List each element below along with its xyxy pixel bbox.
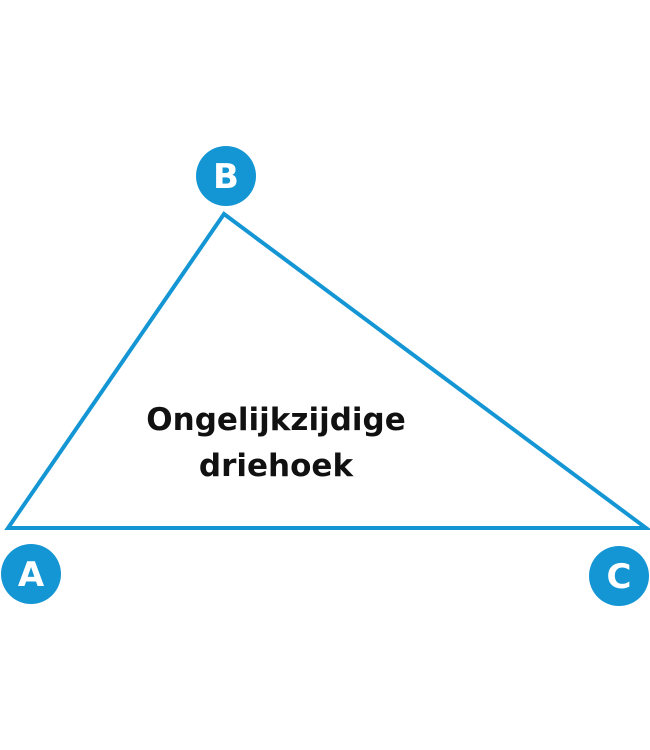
scalene-triangle-outline — [4, 211, 650, 530]
vertex-marker-a: A — [1, 544, 61, 604]
triangle-title-line-1: Ongelijkzijdige — [146, 402, 405, 438]
vertex-marker-b: B — [196, 146, 256, 206]
vertex-b-label: B — [213, 157, 239, 197]
vertex-c-label: C — [607, 557, 632, 597]
vertex-a-label: A — [18, 555, 45, 595]
vertex-marker-c: C — [589, 546, 649, 606]
vertex-a-circle — [1, 544, 61, 604]
vertex-b-circle — [196, 146, 256, 206]
triangle-title-line-2: driehoek — [199, 448, 355, 484]
vertex-c-circle — [589, 546, 649, 606]
